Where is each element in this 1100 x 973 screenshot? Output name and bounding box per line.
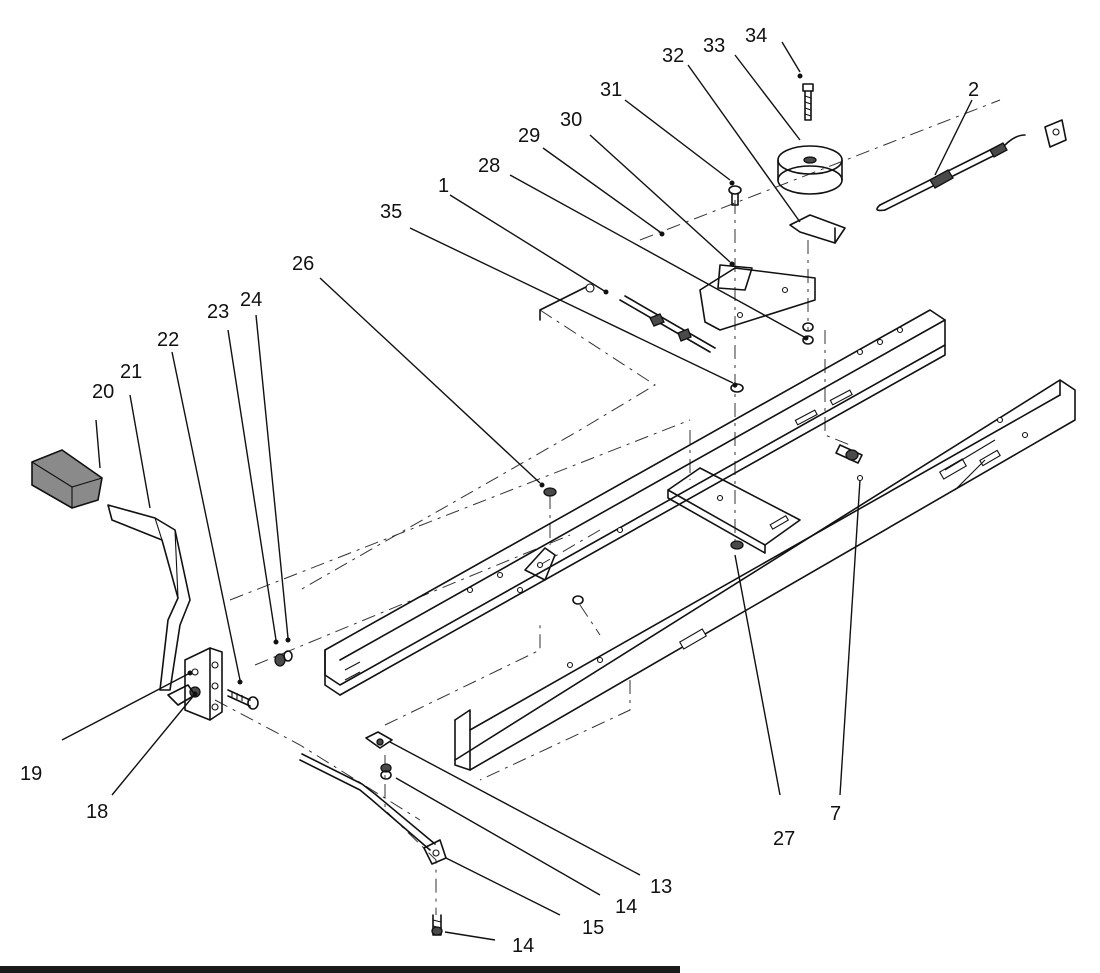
- callout-14-upper: 14: [615, 896, 637, 918]
- callout-1: 1: [438, 175, 449, 197]
- spring-rod: [539, 283, 744, 393]
- callout-18: 18: [86, 801, 108, 823]
- idler-pulley: [777, 145, 843, 195]
- frame-rail-right: [454, 379, 1076, 771]
- rail-bracket: [524, 547, 556, 581]
- frame-rail-left: [324, 309, 946, 696]
- callout-15: 15: [582, 917, 604, 939]
- cropped-heading-strip: [0, 966, 680, 973]
- nut-23-24: [274, 650, 293, 667]
- callout-30: 30: [560, 109, 582, 131]
- callout-24: 24: [240, 289, 262, 311]
- bolt-14-lower: [431, 914, 443, 936]
- callout-20: 20: [92, 381, 114, 403]
- callout-22: 22: [157, 329, 179, 351]
- idler-arm-bracket: [789, 214, 846, 244]
- bracket-13: [365, 731, 393, 749]
- pedal-pivot-plate: [167, 647, 223, 721]
- nut-mid: [572, 595, 584, 605]
- callout-7: 7: [830, 803, 841, 825]
- callout-13: 13: [650, 876, 672, 898]
- callout-35: 35: [380, 201, 402, 223]
- callout-23: 23: [207, 301, 229, 323]
- brake-rod: [299, 753, 447, 865]
- nut-26: [543, 487, 557, 497]
- leader-lines: [61, 41, 973, 941]
- nut-27: [730, 540, 744, 550]
- spring-anchor: [835, 444, 864, 482]
- pedal-arm: [107, 504, 191, 691]
- callout-34: 34: [745, 25, 767, 47]
- extension-spring: [876, 119, 1067, 212]
- pedal-pad: [31, 449, 103, 509]
- nuts-upper: [802, 322, 814, 345]
- callout-31: 31: [600, 79, 622, 101]
- callout-labels: 34 33 32 2 31 30 29 28 1 35 26 23 24 22 …: [20, 25, 979, 957]
- callout-29: 29: [518, 125, 540, 147]
- bolt-34: [802, 83, 814, 121]
- callout-33: 33: [703, 35, 725, 57]
- callout-28: 28: [478, 155, 500, 177]
- nut-14-upper: [380, 763, 392, 780]
- callout-32: 32: [662, 45, 684, 67]
- callout-27: 27: [773, 828, 795, 850]
- callout-14-lower: 14: [512, 935, 534, 957]
- callout-26: 26: [292, 253, 314, 275]
- callout-21: 21: [120, 361, 142, 383]
- bolt-31: [728, 185, 742, 206]
- pivot-bracket: [699, 264, 816, 331]
- bolt-22: [227, 689, 259, 710]
- callout-19: 19: [20, 763, 42, 785]
- callout-2: 2: [968, 79, 979, 101]
- cross-plate: [667, 467, 801, 554]
- assembly-lines: [214, 99, 1001, 915]
